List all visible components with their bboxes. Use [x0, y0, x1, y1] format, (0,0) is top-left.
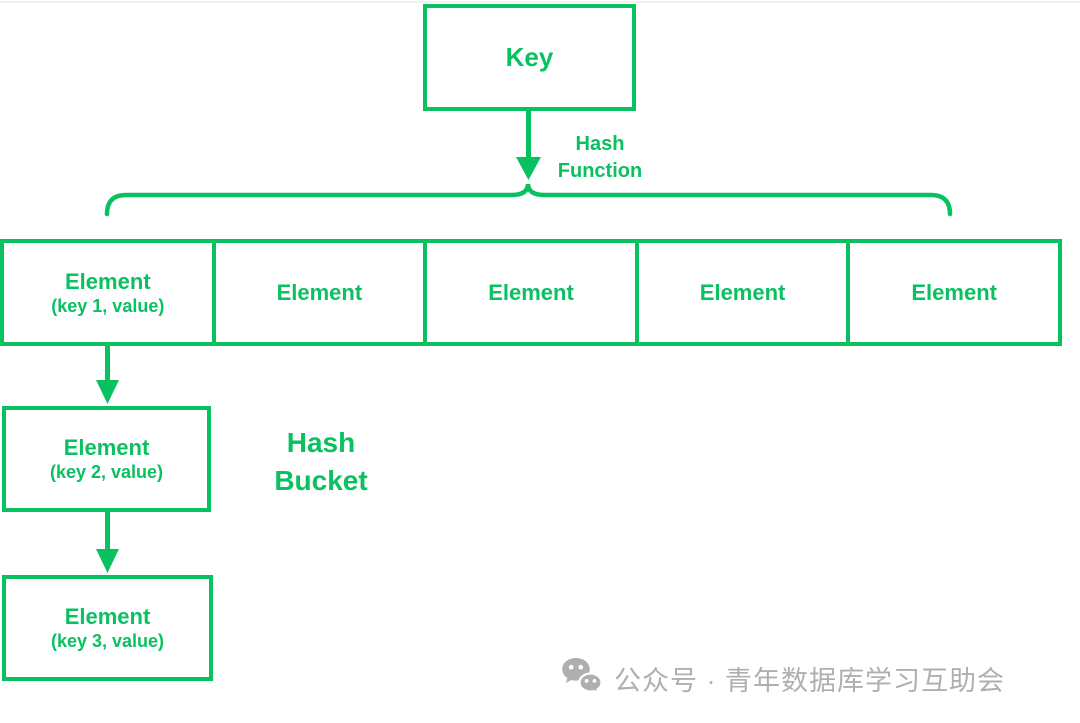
bucket-cell-4: Element — [634, 243, 847, 342]
watermark: 公众号 · 青年数据库学习互助会 — [561, 656, 1005, 700]
arrow-cell1-to-element2 — [96, 346, 119, 404]
wechat-icon — [562, 658, 603, 696]
watermark-text: 公众号 · 青年数据库学习互助会 — [614, 665, 1005, 696]
bucket-row: Element (key 1, value) Element Element E… — [0, 239, 1062, 346]
bucket-cell-5: Element — [846, 243, 1058, 342]
element-label: Element — [65, 268, 151, 294]
bucket-cell-1: Element (key 1, value) — [4, 243, 212, 342]
element-label: Element — [64, 604, 151, 629]
element-label: Element — [488, 279, 574, 305]
bucket-cell-3: Element — [423, 243, 635, 342]
bucket-cell-2: Element — [211, 243, 424, 342]
hash-function-label: Hash Function — [500, 131, 700, 185]
element-label: Element — [699, 279, 786, 305]
arrow-element2-to-element3 — [96, 512, 119, 573]
hash-function-label-line2: Function — [557, 160, 643, 182]
element-label: Element — [63, 435, 150, 460]
element-box-key2: Element (key 2, value) — [2, 406, 211, 512]
element-sublabel: (key 1, value) — [51, 295, 165, 316]
element-sublabel: (key 2, value) — [49, 462, 164, 482]
bucket-brace — [104, 183, 953, 217]
hash-bucket-label: Hash Bucket — [240, 424, 402, 500]
page-top-hairline — [0, 1, 1080, 3]
element-box-key3: Element (key 3, value) — [2, 575, 213, 681]
hash-function-label-line1: Hash — [575, 133, 625, 155]
element-label: Element — [276, 279, 363, 305]
key-box: Key — [423, 4, 636, 111]
hash-bucket-label-line1: Hash — [286, 427, 356, 458]
element-label: Element — [911, 279, 997, 305]
key-box-label: Key — [505, 42, 554, 72]
hash-bucket-label-line2: Bucket — [274, 465, 368, 496]
element-sublabel: (key 3, value) — [50, 631, 165, 651]
